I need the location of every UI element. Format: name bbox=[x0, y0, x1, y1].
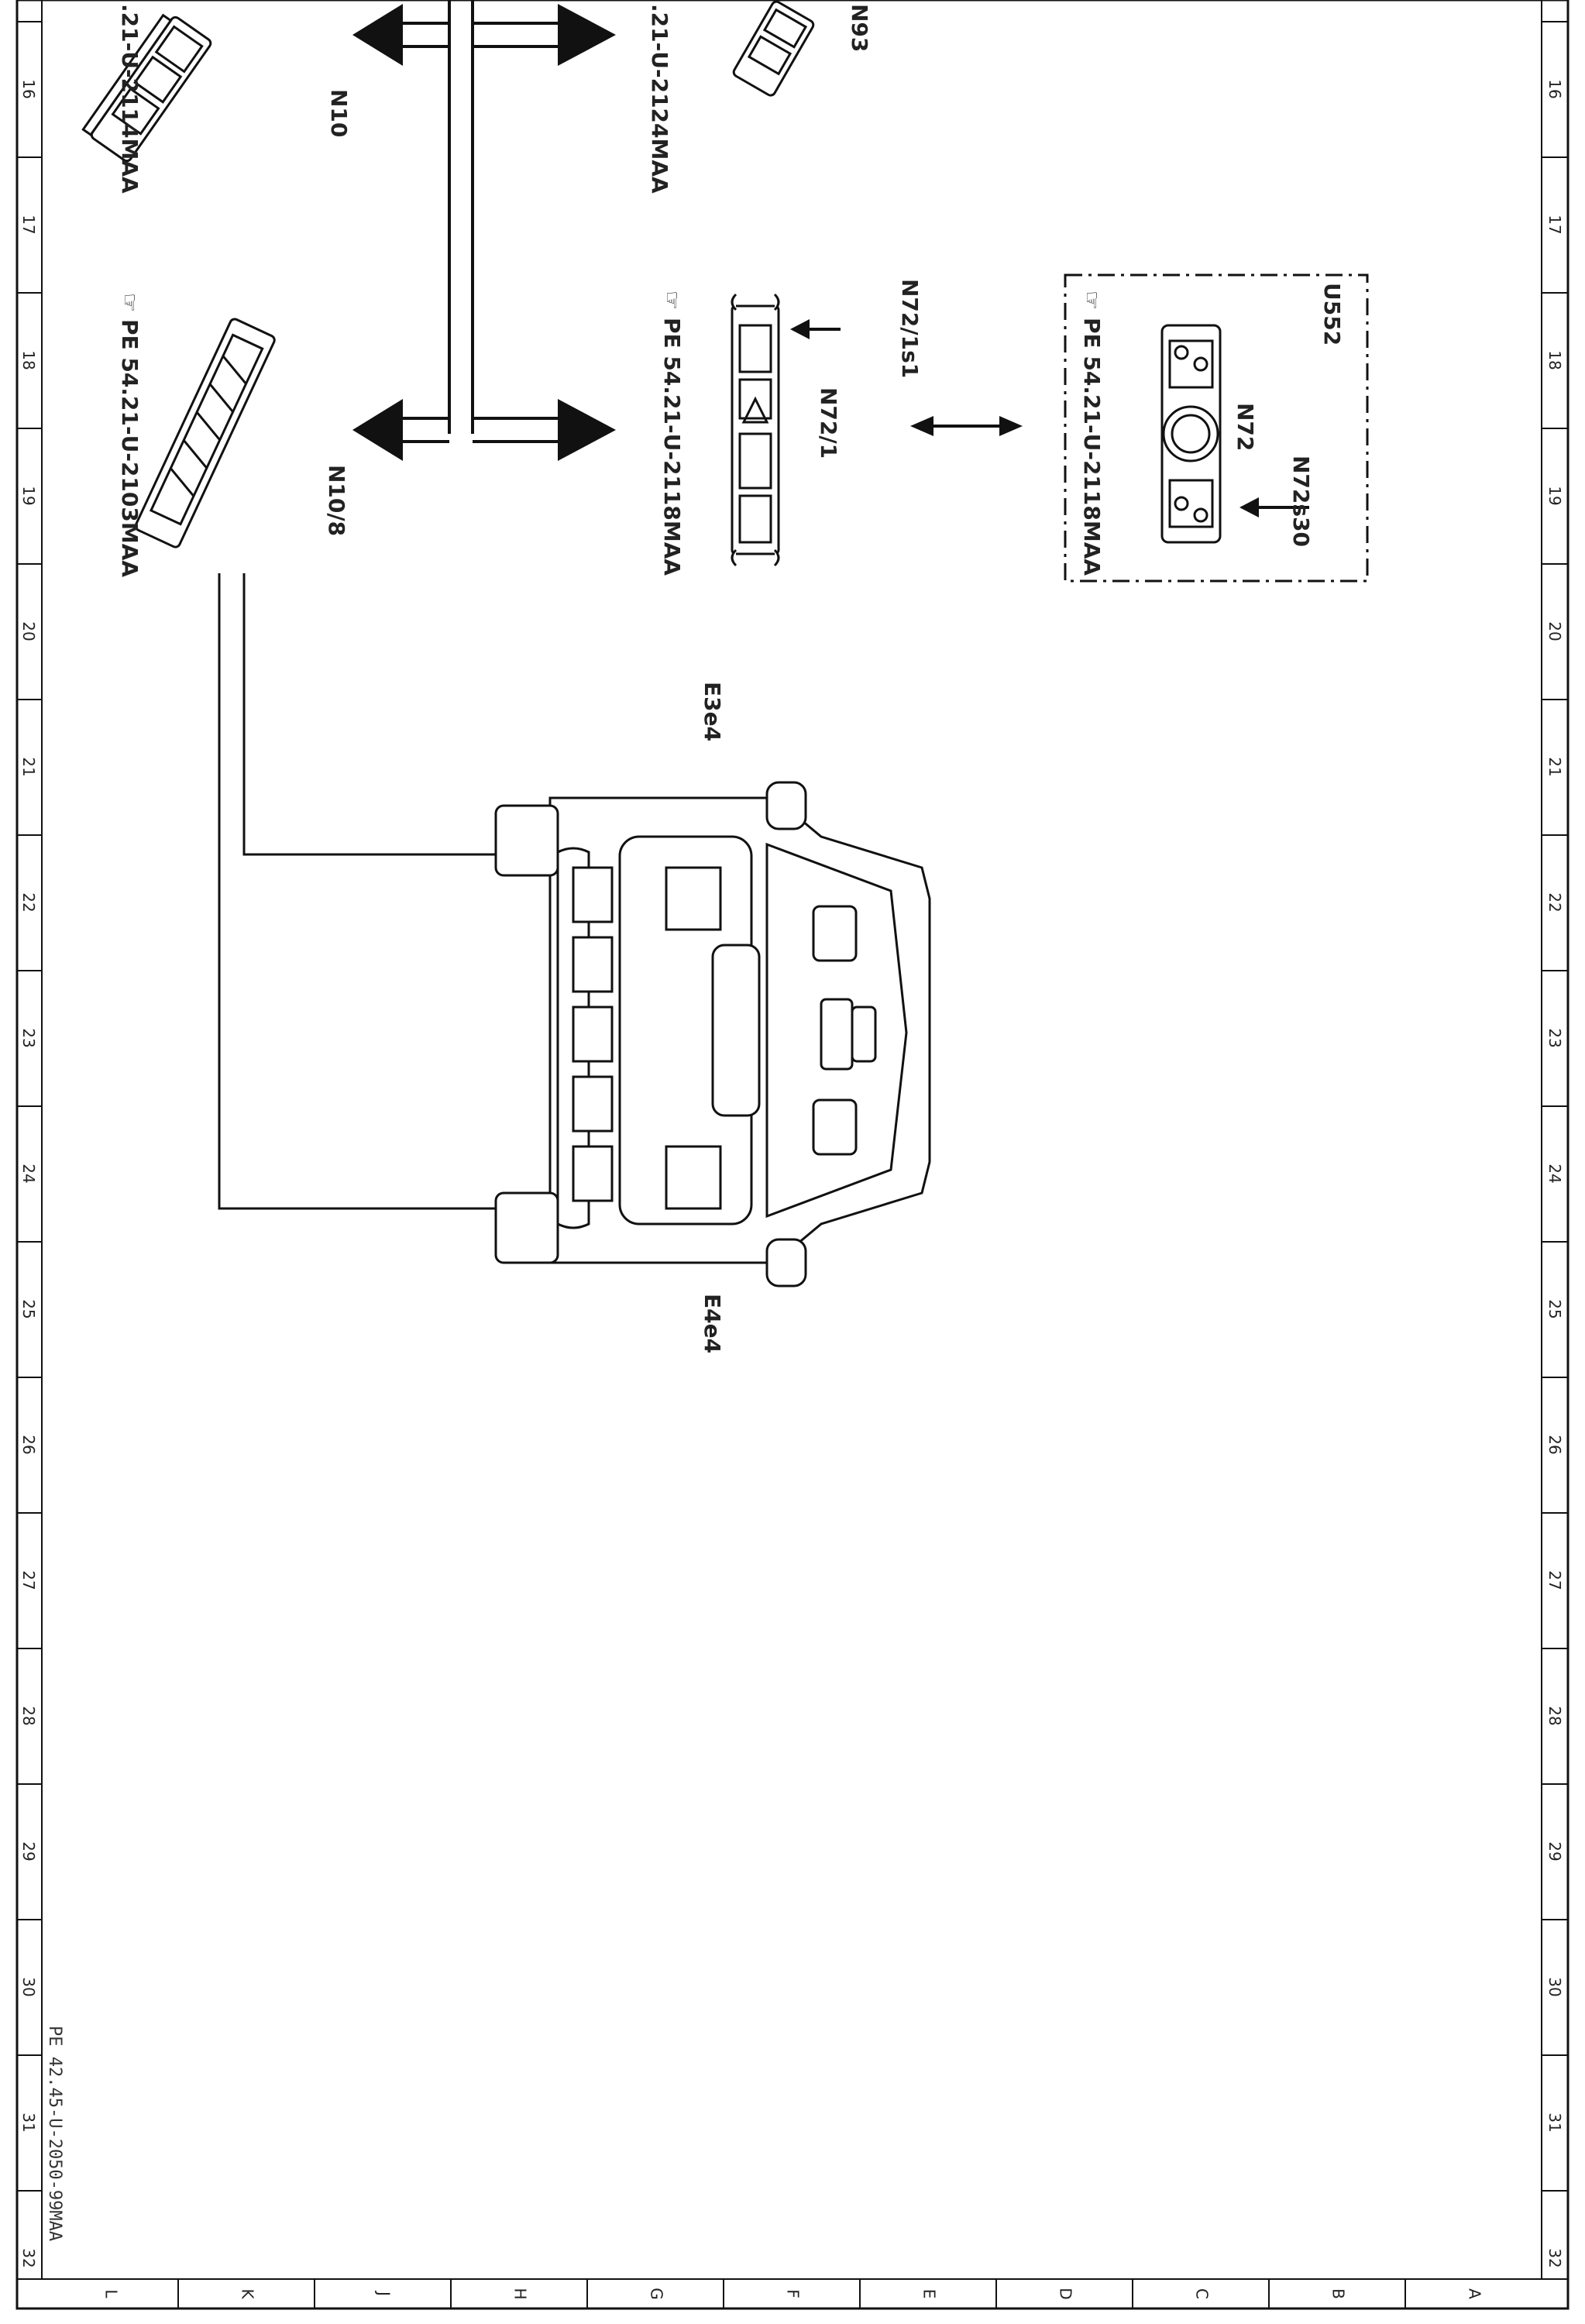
n10-8-module bbox=[134, 318, 276, 548]
row-number: 32 bbox=[19, 2248, 38, 2267]
row-number: 27 bbox=[19, 1570, 38, 1590]
n10-reference: .21-U-2114MAA bbox=[117, 4, 143, 194]
document-reference: PE 42.45-U-2050-99MAA bbox=[45, 2026, 64, 2241]
row-number: 29 bbox=[1545, 1841, 1564, 1861]
n10-module bbox=[81, 13, 212, 163]
row-number: 28 bbox=[1545, 1706, 1564, 1725]
row-number: 29 bbox=[19, 1841, 38, 1861]
row-number: 31 bbox=[19, 2113, 38, 2132]
row-number: 21 bbox=[19, 757, 38, 776]
row-number: 17 bbox=[1545, 215, 1564, 234]
row-number: 16 bbox=[1545, 79, 1564, 98]
row-number: 24 bbox=[19, 1164, 38, 1183]
column-letter: B bbox=[1329, 2288, 1348, 2299]
row-number: 24 bbox=[1545, 1164, 1564, 1183]
row-number: 21 bbox=[1545, 757, 1564, 776]
row-number: 22 bbox=[1545, 892, 1564, 912]
row-number: 25 bbox=[19, 1299, 38, 1318]
column-letter: F bbox=[784, 2289, 803, 2298]
e3e4-label: E3e4 bbox=[700, 682, 725, 741]
row-number: 18 bbox=[1545, 350, 1564, 370]
row-number: 19 bbox=[19, 486, 38, 505]
n72-1-switch-panel bbox=[731, 293, 780, 567]
n72-1-reference: PE 54.21-U-2118MAA bbox=[659, 318, 685, 576]
n72-1-label: N72/1 bbox=[816, 387, 841, 459]
can-bus bbox=[403, 0, 558, 443]
n72s30-label: N72s30 bbox=[1288, 456, 1314, 547]
row-ticks bbox=[17, 21, 1568, 2192]
column-ticks bbox=[177, 2279, 1406, 2309]
n93-label: N93 bbox=[847, 4, 872, 52]
row-numbers-right: 16 17 18 19 20 21 22 23 24 25 26 27 28 2… bbox=[1545, 79, 1564, 2267]
row-number: 27 bbox=[1545, 1570, 1564, 1590]
n10-8-label: N10/8 bbox=[324, 465, 349, 536]
column-letter: J bbox=[375, 2290, 394, 2296]
row-number: 31 bbox=[1545, 2113, 1564, 2132]
row-number: 16 bbox=[19, 79, 38, 98]
row-number: 28 bbox=[19, 1706, 38, 1725]
pointing-hand-icon: ☞ bbox=[1079, 290, 1105, 310]
u552-group-box bbox=[1064, 273, 1369, 583]
column-letter: H bbox=[511, 2288, 530, 2299]
column-letter: G bbox=[648, 2288, 666, 2300]
n72s30-arrowhead bbox=[1239, 497, 1259, 517]
n72-1s1-label: N72/1s1 bbox=[897, 279, 923, 378]
column-letter: K bbox=[239, 2288, 257, 2299]
outer-frame bbox=[15, 0, 1570, 2310]
row-number: 23 bbox=[1545, 1028, 1564, 1047]
pointing-hand-icon: ☞ bbox=[117, 293, 143, 312]
row-number: 30 bbox=[19, 1977, 38, 1996]
row-number: 17 bbox=[19, 215, 38, 234]
row-number: 26 bbox=[19, 1435, 38, 1454]
row-number: 30 bbox=[1545, 1977, 1564, 1996]
u552-label: U552 bbox=[1319, 283, 1345, 346]
n72-control-unit bbox=[1160, 324, 1222, 544]
column-letter: E bbox=[920, 2289, 939, 2299]
vehicle-front-view bbox=[494, 781, 931, 1287]
row-number: 20 bbox=[19, 621, 38, 641]
row-numbers-left: 16 17 18 19 20 21 22 23 24 25 26 27 28 2… bbox=[19, 79, 38, 2267]
row-number: 26 bbox=[1545, 1435, 1564, 1454]
bus-arrowheads bbox=[352, 4, 616, 461]
pointing-hand-icon: ☞ bbox=[659, 290, 685, 310]
n72-1s1-arrowhead bbox=[790, 319, 810, 339]
row-number: 32 bbox=[1545, 2248, 1564, 2267]
column-letter: A bbox=[1466, 2288, 1484, 2299]
column-letter: D bbox=[1057, 2288, 1075, 2299]
n10-8-reference: PE 54.21-U-2103MAA bbox=[117, 319, 143, 577]
row-number: 19 bbox=[1545, 486, 1564, 505]
column-letters: L K J H G F E D C B A bbox=[102, 2288, 1484, 2300]
row-number: 23 bbox=[19, 1028, 38, 1047]
n72-label: N72 bbox=[1233, 403, 1258, 451]
n10-label: N10 bbox=[326, 89, 352, 137]
row-number: 18 bbox=[19, 350, 38, 370]
column-letter: L bbox=[102, 2289, 121, 2298]
column-letter: C bbox=[1193, 2288, 1212, 2299]
row-number: 22 bbox=[19, 892, 38, 912]
u552-reference: PE 54.21-U-2118MAA bbox=[1079, 318, 1105, 576]
n93-reference: .21-U-2124MAA bbox=[647, 4, 672, 194]
bidirectional-arrow bbox=[910, 416, 1023, 436]
e4e4-label: E4e4 bbox=[700, 1294, 725, 1353]
n93-module bbox=[732, 0, 815, 97]
row-number: 25 bbox=[1545, 1299, 1564, 1318]
row-number: 20 bbox=[1545, 621, 1564, 641]
